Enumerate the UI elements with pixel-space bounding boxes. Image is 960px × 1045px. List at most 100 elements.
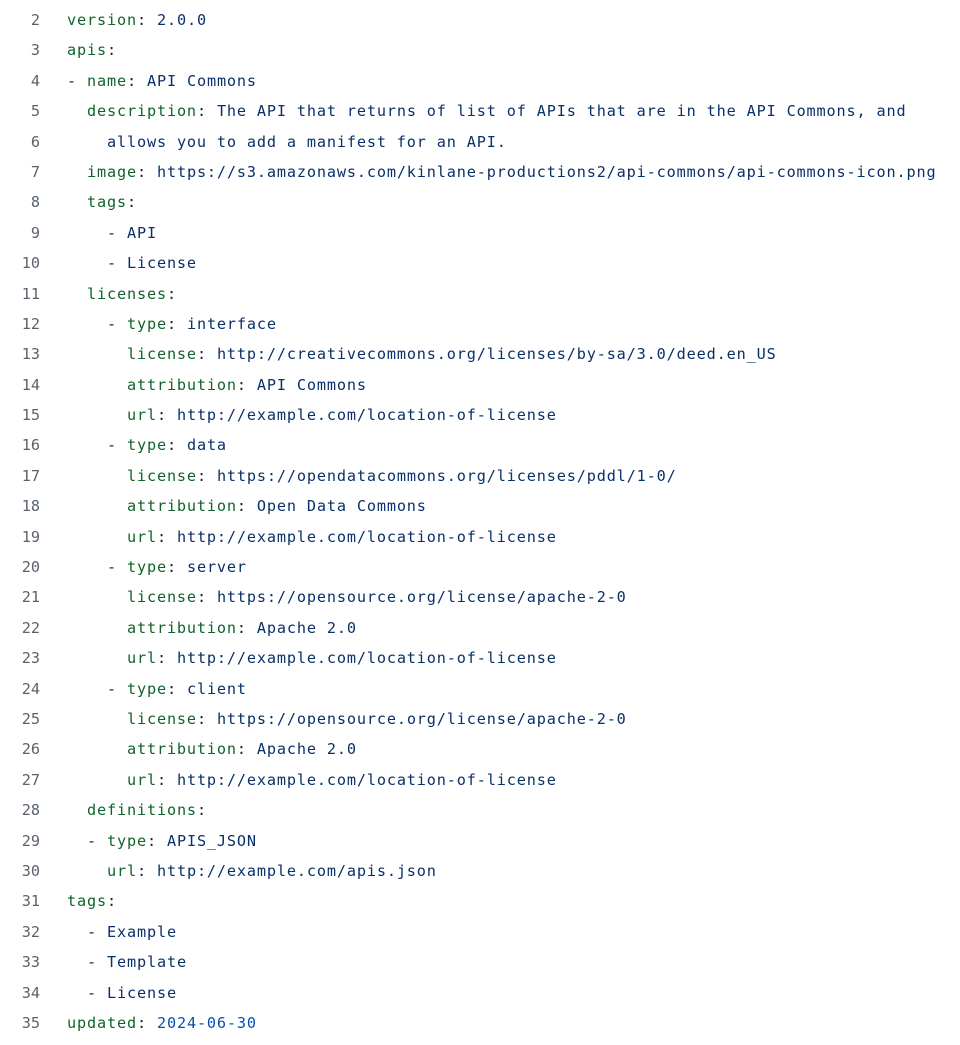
line-content: image: https://s3.amazonaws.com/kinlane-… bbox=[40, 157, 936, 187]
code-line: 26 attribution: Apache 2.0 bbox=[0, 734, 960, 764]
yaml-value: http://example.com/location-of-license bbox=[176, 649, 557, 668]
yaml-punctuation: - bbox=[67, 679, 127, 698]
line-number[interactable]: 23 bbox=[21, 649, 40, 668]
line-content: license: https://opensource.org/license/… bbox=[40, 704, 627, 734]
line-content: - API bbox=[40, 218, 157, 248]
code-line: 11 licenses: bbox=[0, 279, 960, 309]
line-number[interactable]: 32 bbox=[21, 922, 40, 941]
yaml-key: url bbox=[126, 649, 157, 668]
yaml-punctuation: : bbox=[196, 345, 217, 364]
line-number[interactable]: 7 bbox=[30, 162, 40, 181]
line-number[interactable]: 15 bbox=[21, 406, 40, 425]
line-number[interactable]: 35 bbox=[21, 1013, 40, 1032]
line-number[interactable]: 22 bbox=[21, 618, 40, 637]
code-line: 19 url: http://example.com/location-of-l… bbox=[0, 522, 960, 552]
yaml-value: Example bbox=[106, 922, 177, 941]
line-number[interactable]: 10 bbox=[21, 254, 40, 273]
yaml-punctuation: - bbox=[67, 831, 107, 850]
yaml-punctuation: - bbox=[67, 254, 127, 273]
line-number[interactable]: 31 bbox=[21, 892, 40, 911]
line-number[interactable]: 13 bbox=[21, 345, 40, 364]
line-number[interactable]: 16 bbox=[21, 436, 40, 455]
yaml-punctuation: : bbox=[106, 41, 117, 60]
yaml-punctuation: : bbox=[166, 436, 187, 455]
line-number[interactable]: 34 bbox=[21, 983, 40, 1002]
yaml-punctuation bbox=[67, 801, 87, 819]
yaml-punctuation: : bbox=[166, 284, 177, 303]
yaml-key: apis bbox=[67, 41, 107, 60]
line-content: license: https://opensource.org/license/… bbox=[40, 582, 627, 612]
line-number[interactable]: 6 bbox=[30, 132, 40, 151]
yaml-value: allows you to add a manifest for an API. bbox=[106, 132, 507, 151]
code-line: 34 - License bbox=[0, 978, 960, 1008]
yaml-key: url bbox=[126, 770, 157, 789]
yaml-value: https://opensource.org/license/apache-2-… bbox=[216, 709, 627, 728]
line-content: - type: client bbox=[40, 674, 247, 704]
line-number[interactable]: 26 bbox=[21, 740, 40, 759]
yaml-key: version bbox=[67, 11, 137, 29]
line-number[interactable]: 33 bbox=[21, 953, 40, 972]
yaml-punctuation: - bbox=[67, 922, 107, 941]
yaml-value: Apache 2.0 bbox=[256, 618, 357, 637]
yaml-punctuation: : bbox=[166, 314, 187, 333]
yaml-key: attribution bbox=[126, 375, 237, 394]
line-number[interactable]: 27 bbox=[21, 770, 40, 789]
line-number[interactable]: 4 bbox=[30, 71, 40, 90]
line-number[interactable]: 25 bbox=[21, 709, 40, 728]
yaml-value: Apache 2.0 bbox=[256, 740, 357, 759]
code-line: 5 description: The API that returns of l… bbox=[0, 96, 960, 126]
line-number[interactable]: 3 bbox=[30, 41, 40, 60]
code-line: 22 attribution: Apache 2.0 bbox=[0, 613, 960, 643]
yaml-punctuation bbox=[67, 771, 127, 789]
line-number[interactable]: 29 bbox=[21, 831, 40, 850]
line-number[interactable]: 8 bbox=[30, 193, 40, 212]
yaml-punctuation: : bbox=[106, 892, 117, 911]
line-content: - type: data bbox=[40, 430, 227, 460]
line-content: url: http://example.com/location-of-lice… bbox=[40, 765, 557, 795]
line-content: tags: bbox=[40, 886, 117, 916]
line-content: description: The API that returns of lis… bbox=[40, 96, 907, 126]
yaml-punctuation: : bbox=[126, 193, 137, 212]
line-content: - Template bbox=[40, 947, 187, 977]
line-content: attribution: Open Data Commons bbox=[40, 491, 427, 521]
line-number[interactable]: 17 bbox=[21, 466, 40, 485]
line-content: - Example bbox=[40, 917, 177, 947]
line-number[interactable]: 21 bbox=[21, 588, 40, 607]
yaml-value: server bbox=[186, 558, 247, 577]
line-number[interactable]: 20 bbox=[21, 558, 40, 577]
yaml-punctuation: : bbox=[166, 679, 187, 698]
yaml-punctuation bbox=[67, 376, 127, 394]
line-number[interactable]: 24 bbox=[21, 679, 40, 698]
yaml-punctuation: : bbox=[236, 618, 257, 637]
yaml-punctuation bbox=[67, 497, 127, 515]
yaml-key: type bbox=[106, 831, 147, 850]
code-line: 24 - type: client bbox=[0, 674, 960, 704]
line-number[interactable]: 2 bbox=[30, 11, 40, 29]
line-number[interactable]: 9 bbox=[30, 223, 40, 242]
yaml-punctuation: : bbox=[156, 649, 177, 668]
line-number[interactable]: 30 bbox=[21, 861, 40, 880]
line-content: apis: bbox=[40, 35, 117, 65]
yaml-key: tags bbox=[67, 892, 107, 911]
yaml-punctuation bbox=[67, 740, 127, 758]
line-number[interactable]: 18 bbox=[21, 497, 40, 516]
line-number[interactable]: 5 bbox=[30, 102, 40, 121]
line-content: attribution: Apache 2.0 bbox=[40, 734, 357, 764]
line-number[interactable]: 19 bbox=[21, 527, 40, 546]
line-number[interactable]: 11 bbox=[21, 284, 40, 303]
code-line: 23 url: http://example.com/location-of-l… bbox=[0, 643, 960, 673]
code-line: 29 - type: APIS_JSON bbox=[0, 826, 960, 856]
line-number[interactable]: 12 bbox=[21, 314, 40, 333]
line-number[interactable]: 14 bbox=[21, 375, 40, 394]
yaml-value: API Commons bbox=[146, 71, 257, 90]
yaml-value: API bbox=[126, 223, 157, 242]
line-content: allows you to add a manifest for an API. bbox=[40, 127, 507, 157]
yaml-value: data bbox=[186, 436, 227, 455]
line-number[interactable]: 28 bbox=[21, 801, 40, 820]
yaml-value: The API that returns of list of APIs tha… bbox=[216, 102, 907, 121]
yaml-punctuation: : bbox=[236, 740, 257, 759]
